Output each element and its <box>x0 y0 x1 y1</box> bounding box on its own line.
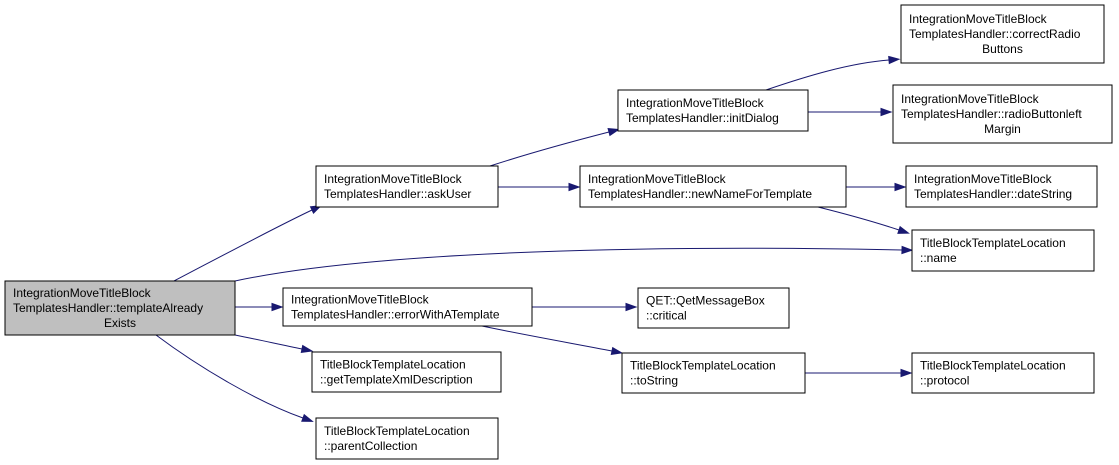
arrowhead <box>625 302 638 312</box>
edge-errorWithATemplate-to-toString <box>481 325 624 355</box>
node-label-line: ::toString <box>630 374 678 388</box>
node-label-line: IntegrationMoveTitleBlock <box>914 172 1053 186</box>
edge-toString-to-protocol <box>805 368 913 378</box>
arrowhead <box>301 413 314 422</box>
arrowhead <box>568 182 581 192</box>
node-box <box>315 165 499 208</box>
edge-templateAlreadyExists-to-getTemplateXmlDescription <box>234 334 314 353</box>
node-newNameForTemplate[interactable]: IntegrationMoveTitleBlockTemplatesHandle… <box>579 165 847 208</box>
edge-line <box>817 206 900 231</box>
node-label-line: TemplatesHandler::newNameForTemplate <box>588 187 812 201</box>
node-label-line: IntegrationMoveTitleBlock <box>291 293 430 307</box>
node-label-line: IntegrationMoveTitleBlock <box>909 12 1048 26</box>
node-toString[interactable]: TitleBlockTemplateLocation::toString <box>621 352 806 394</box>
node-label-line: TemplatesHandler::radioButtonleft <box>901 107 1082 121</box>
node-box <box>911 229 1095 272</box>
node-label-line: ::protocol <box>920 374 969 388</box>
node-label-line: ::critical <box>646 309 687 323</box>
node-label-line: TitleBlockTemplateLocation <box>630 359 776 373</box>
node-label-line: ::getTemplateXmlDescription <box>320 373 473 387</box>
node-box <box>905 165 1098 208</box>
edge-newNameForTemplate-to-name <box>817 206 910 234</box>
arrowhead <box>900 368 913 378</box>
node-initDialog[interactable]: IntegrationMoveTitleBlockTemplatesHandle… <box>617 89 809 132</box>
node-label-line: TemplatesHandler::templateAlready <box>13 301 203 315</box>
node-box <box>579 165 847 208</box>
edge-line <box>173 209 313 282</box>
node-label-line: TitleBlockTemplateLocation <box>324 424 470 438</box>
arrowhead <box>880 107 893 117</box>
nodes-layer: IntegrationMoveTitleBlockTemplatesHandle… <box>4 4 1113 460</box>
node-label-line: QET::QetMessageBox <box>646 294 765 308</box>
node-box <box>4 280 236 336</box>
node-box <box>900 4 1105 64</box>
node-label-line: IntegrationMoveTitleBlock <box>324 172 463 186</box>
node-box <box>282 287 533 327</box>
node-label-line: ::parentCollection <box>324 439 417 453</box>
node-label-line: TemplatesHandler::correctRadio <box>909 27 1081 41</box>
node-box <box>892 84 1113 144</box>
node-radioButtonleftMargin[interactable]: IntegrationMoveTitleBlockTemplatesHandle… <box>892 84 1113 144</box>
edge-askUser-to-newNameForTemplate <box>498 182 581 192</box>
edge-line <box>234 247 903 282</box>
edges-layer <box>155 55 914 422</box>
edge-initDialog-to-radioButtonleftMargin <box>808 107 893 117</box>
node-box <box>311 351 502 393</box>
node-errorWithATemplate[interactable]: IntegrationMoveTitleBlockTemplatesHandle… <box>282 287 533 327</box>
node-box <box>911 352 1095 394</box>
node-dateString[interactable]: IntegrationMoveTitleBlockTemplatesHandle… <box>905 165 1098 208</box>
edge-askUser-to-initDialog <box>489 128 621 167</box>
edge-templateAlreadyExists-to-name <box>234 245 914 282</box>
node-box <box>621 352 806 394</box>
edge-templateAlreadyExists-to-errorWithATemplate <box>235 302 284 312</box>
node-label-line: TemplatesHandler::errorWithATemplate <box>291 308 500 322</box>
arrowhead <box>300 344 314 353</box>
arrowhead <box>901 245 914 255</box>
node-parentCollection[interactable]: TitleBlockTemplateLocation::parentCollec… <box>315 417 499 460</box>
arrowhead <box>271 302 284 312</box>
arrowhead <box>607 128 621 137</box>
edge-initDialog-to-correctRadioButtons <box>765 55 901 91</box>
edge-templateAlreadyExists-to-parentCollection <box>155 334 314 422</box>
edge-newNameForTemplate-to-dateString <box>846 182 907 192</box>
edge-errorWithATemplate-to-critical <box>532 302 638 312</box>
edge-line <box>234 334 303 350</box>
arrowhead <box>897 225 910 234</box>
node-label-line: TitleBlockTemplateLocation <box>920 236 1066 250</box>
node-box <box>617 89 809 132</box>
node-label-line: TemplatesHandler::dateString <box>914 187 1072 201</box>
node-label-line: IntegrationMoveTitleBlock <box>13 286 152 300</box>
node-label-line: Margin <box>984 122 1021 136</box>
edge-line <box>489 131 610 167</box>
node-box <box>315 417 499 460</box>
node-box <box>637 287 790 329</box>
node-correctRadioButtons[interactable]: IntegrationMoveTitleBlockTemplatesHandle… <box>900 4 1105 64</box>
edge-line <box>155 334 304 419</box>
node-critical[interactable]: QET::QetMessageBox::critical <box>637 287 790 329</box>
node-label-line: ::name <box>920 251 957 265</box>
arrowhead <box>610 346 624 355</box>
arrowhead <box>894 182 907 192</box>
edge-line <box>481 325 613 352</box>
node-protocol[interactable]: TitleBlockTemplateLocation::protocol <box>911 352 1095 394</box>
node-label-line: IntegrationMoveTitleBlock <box>901 92 1040 106</box>
node-label-line: Buttons <box>982 42 1023 56</box>
node-label-line: TemplatesHandler::initDialog <box>626 111 779 125</box>
node-label-line: TitleBlockTemplateLocation <box>320 358 466 372</box>
node-getTemplateXmlDescription[interactable]: TitleBlockTemplateLocation::getTemplateX… <box>311 351 502 393</box>
node-label-line: IntegrationMoveTitleBlock <box>626 96 765 110</box>
node-label-line: IntegrationMoveTitleBlock <box>588 172 727 186</box>
node-label-line: Exists <box>104 316 136 330</box>
edge-line <box>765 59 890 91</box>
node-templateAlreadyExists: IntegrationMoveTitleBlockTemplatesHandle… <box>4 280 236 336</box>
node-name[interactable]: TitleBlockTemplateLocation::name <box>911 229 1095 272</box>
node-label-line: TitleBlockTemplateLocation <box>920 359 1066 373</box>
node-askUser[interactable]: IntegrationMoveTitleBlockTemplatesHandle… <box>315 165 499 208</box>
arrowhead <box>888 55 901 65</box>
node-label-line: TemplatesHandler::askUser <box>324 187 471 201</box>
